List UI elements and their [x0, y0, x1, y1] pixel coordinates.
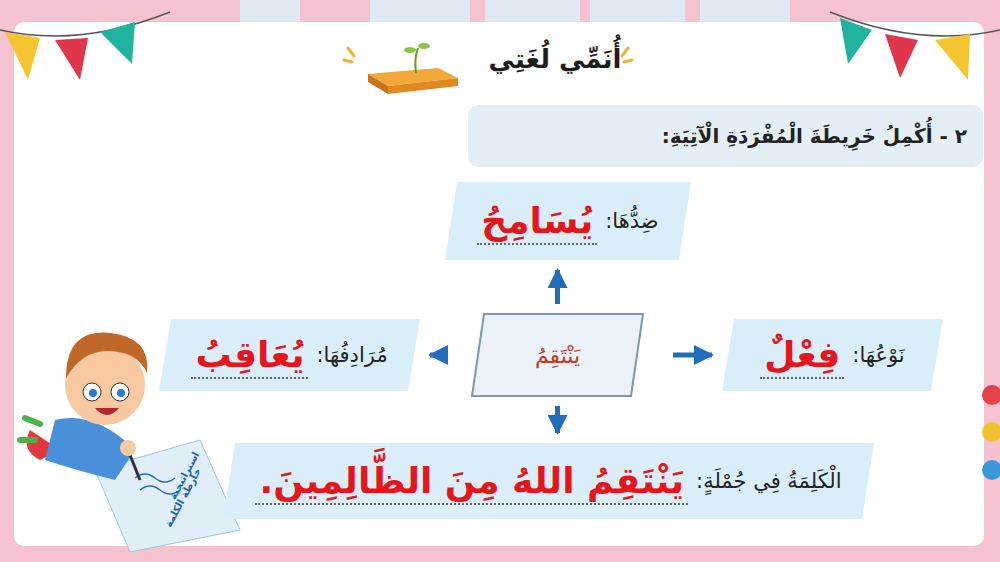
word-map-box: الْكَلِمَةُ فِي جُمْلَةٍ: يَنْتَقِمُ الله…	[221, 441, 876, 521]
answer-text: يُعَاقِبُ	[191, 332, 308, 379]
arrow-connector	[673, 353, 712, 358]
field-label: يَنْتَقِمُ	[535, 343, 580, 368]
field-label: نَوْعُهَا:	[852, 343, 904, 367]
arrow-connector	[430, 353, 442, 358]
field-label: الْكَلِمَةُ فِي جُمْلَةٍ:	[696, 469, 841, 493]
word-map-box: ضِدُّهَا: يُسَامِحُ	[443, 180, 693, 262]
field-label: ضِدُّهَا:	[605, 209, 658, 233]
instruction-text: ٢ - أُكْمِلُ خَرِيطَةَ الْمُفْرَدَةِ الْ…	[662, 124, 967, 148]
page-title: أُنَمِّي لُغَتِي	[470, 44, 640, 74]
arrow-connector	[555, 406, 560, 433]
arrow-connector	[555, 270, 560, 304]
answer-text: يَنْتَقِمُ اللهُ مِنَ الظَّالِمِينَ.	[255, 458, 688, 505]
answer-text: يُسَامِحُ	[477, 198, 597, 245]
center-word-box: يَنْتَقِمُ	[470, 312, 645, 398]
word-map-box: مُرَادِفُهَا: يُعَاقِبُ	[157, 317, 422, 393]
instruction-band: ٢ - أُكْمِلُ خَرِيطَةَ الْمُفْرَدَةِ الْ…	[468, 105, 983, 167]
field-label: مُرَادِفُهَا:	[316, 343, 387, 367]
answer-text: فِعْلٌ	[760, 332, 844, 379]
word-map-box: نَوْعُهَا: فِعْلٌ	[720, 317, 945, 393]
